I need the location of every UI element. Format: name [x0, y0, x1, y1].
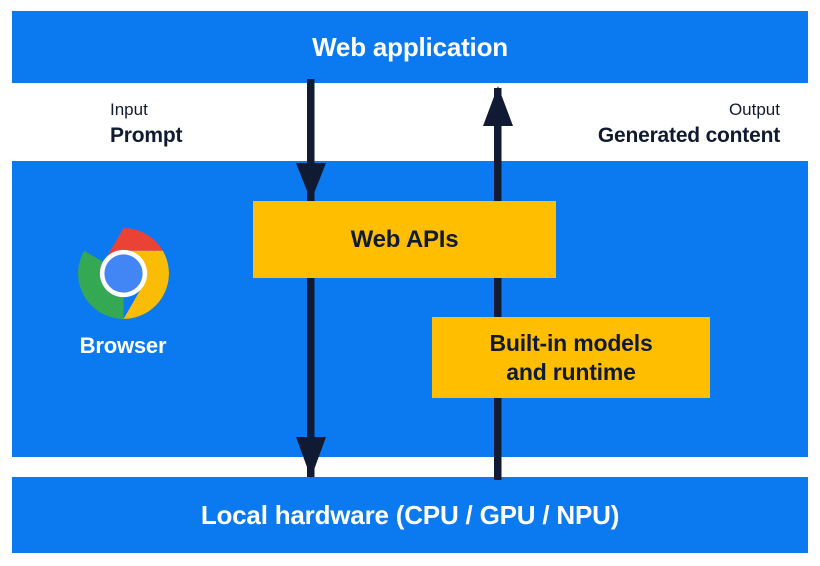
- band-web-application: Web application: [12, 11, 808, 83]
- output-flow-arrow-up-icon: [483, 86, 513, 480]
- input-flow-label: Input Prompt: [110, 99, 183, 150]
- band-local-hardware-label: Local hardware (CPU / GPU / NPU): [200, 500, 620, 530]
- band-local-hardware: Local hardware (CPU / GPU / NPU): [12, 477, 808, 553]
- box-built-in-models: Built-in models and runtime: [432, 317, 710, 398]
- box-built-in-models-line2: and runtime: [506, 358, 636, 385]
- output-flow-value: Generated content: [597, 123, 780, 147]
- browser-label: Browser: [79, 333, 167, 358]
- box-web-apis: Web APIs: [253, 201, 556, 278]
- box-built-in-models-line1: Built-in models: [489, 330, 653, 357]
- chrome-logo-icon: [78, 228, 169, 319]
- box-web-apis-label: Web APIs: [350, 225, 459, 253]
- input-flow-kind: Input: [110, 100, 148, 119]
- box-built-in-models-label: Built-in models and runtime: [489, 329, 652, 385]
- browser-group: Browser: [55, 228, 191, 373]
- input-flow-arrow-down-icon: [296, 79, 326, 478]
- output-flow-label: Output Generated content: [598, 99, 780, 150]
- band-web-application-label: Web application: [312, 32, 508, 62]
- output-flow-kind: Output: [728, 100, 780, 119]
- input-flow-value: Prompt: [110, 123, 183, 147]
